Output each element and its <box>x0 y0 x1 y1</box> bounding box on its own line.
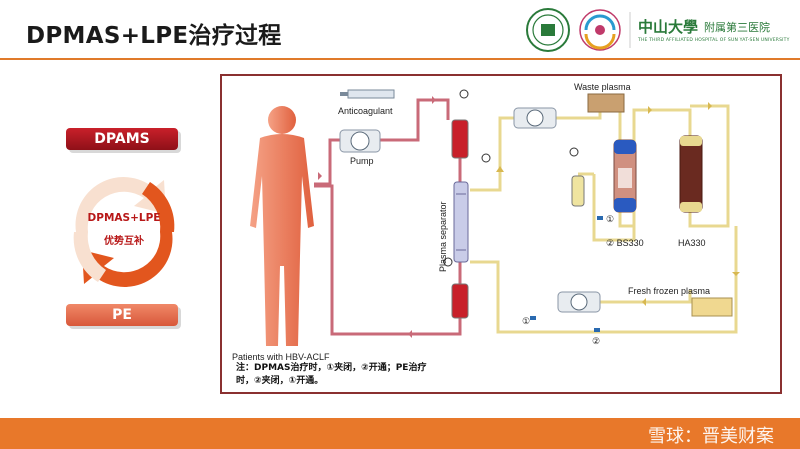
waste-plasma-label: Waste plasma <box>574 82 631 92</box>
slide-title: DPMAS+LPE治疗过程 <box>26 23 282 49</box>
therapy-cycle-panel: DPAMS DPMAS+LPE 优势互补 PE <box>54 122 194 342</box>
plasma-separator-icon <box>453 181 469 263</box>
bs330-label: ② BS330 <box>606 238 644 248</box>
circuit-graphics <box>250 89 740 346</box>
fresh-frozen-plasma-label: Fresh frozen plasma <box>628 286 711 296</box>
cycle-center-title: DPMAS+LPE <box>87 212 161 224</box>
clamp-1-marker: ① <box>522 316 531 326</box>
clamp-icon <box>530 216 603 332</box>
pump-label: Pump <box>350 156 374 166</box>
plasma-pump-icon <box>513 107 557 129</box>
title-underline <box>0 58 800 60</box>
hospital-name-cn: 附属第三医院 <box>704 21 770 34</box>
blood-line <box>314 98 462 336</box>
treatment-note: 注：DPMAS治疗时，①夹闭，②开通；PE治疗时，②夹闭，①开通。 <box>236 363 427 386</box>
syringe-icon <box>340 89 395 99</box>
university-name-cn: 中山大學 <box>638 18 699 36</box>
patient-body-icon <box>250 106 314 346</box>
flow-arrow-icon <box>318 96 436 338</box>
ha330-cartridge-icon <box>679 135 703 213</box>
cycle-arrow-upper-icon <box>75 177 166 232</box>
pressure-gauge-icon <box>443 89 579 267</box>
patient-label: Patients with HBV-ACLF <box>232 352 330 362</box>
arterial-chamber-icon <box>451 119 469 159</box>
anticoagulant-label: Anticoagulant <box>338 106 393 116</box>
cycle-arrow-lower-icon <box>82 232 173 287</box>
treatment-circuit-diagram: Anticoagulant Pump Plasma separator Wast… <box>220 74 782 394</box>
ha330-label: HA330 <box>678 238 706 248</box>
clamp-1-upper-marker: ① <box>606 214 615 224</box>
cycle-center-subtitle: 优势互补 <box>104 236 144 247</box>
venous-chamber-icon <box>451 283 469 319</box>
plasma-separator-label: Plasma separator <box>438 201 448 272</box>
clamp-2-marker: ② <box>592 336 601 346</box>
ffp-pump-icon <box>557 291 601 313</box>
bs330-cartridge-icon <box>613 139 637 213</box>
waste-plasma-bag-icon <box>587 93 625 113</box>
dpams-label: DPAMS <box>66 128 178 150</box>
flow-arrow-yellow-icon <box>496 102 740 306</box>
fresh-frozen-plasma-bag-icon <box>691 297 733 317</box>
pe-label: PE <box>66 304 178 326</box>
hospital-name-en: THE THIRD AFFILIATED HOSPITAL OF SUN YAT… <box>638 38 790 43</box>
pump-icon <box>339 129 381 153</box>
header-logos: 中山大學 附属第三医院 THE THIRD AFFILIATED HOSPITA… <box>526 6 789 54</box>
plasma-chamber-icon <box>571 175 585 207</box>
footer-bar <box>0 418 800 449</box>
logo-graphics <box>526 8 631 52</box>
cycle-arrows <box>73 177 175 287</box>
watermark: 雪球：晋美财案 <box>648 426 774 447</box>
